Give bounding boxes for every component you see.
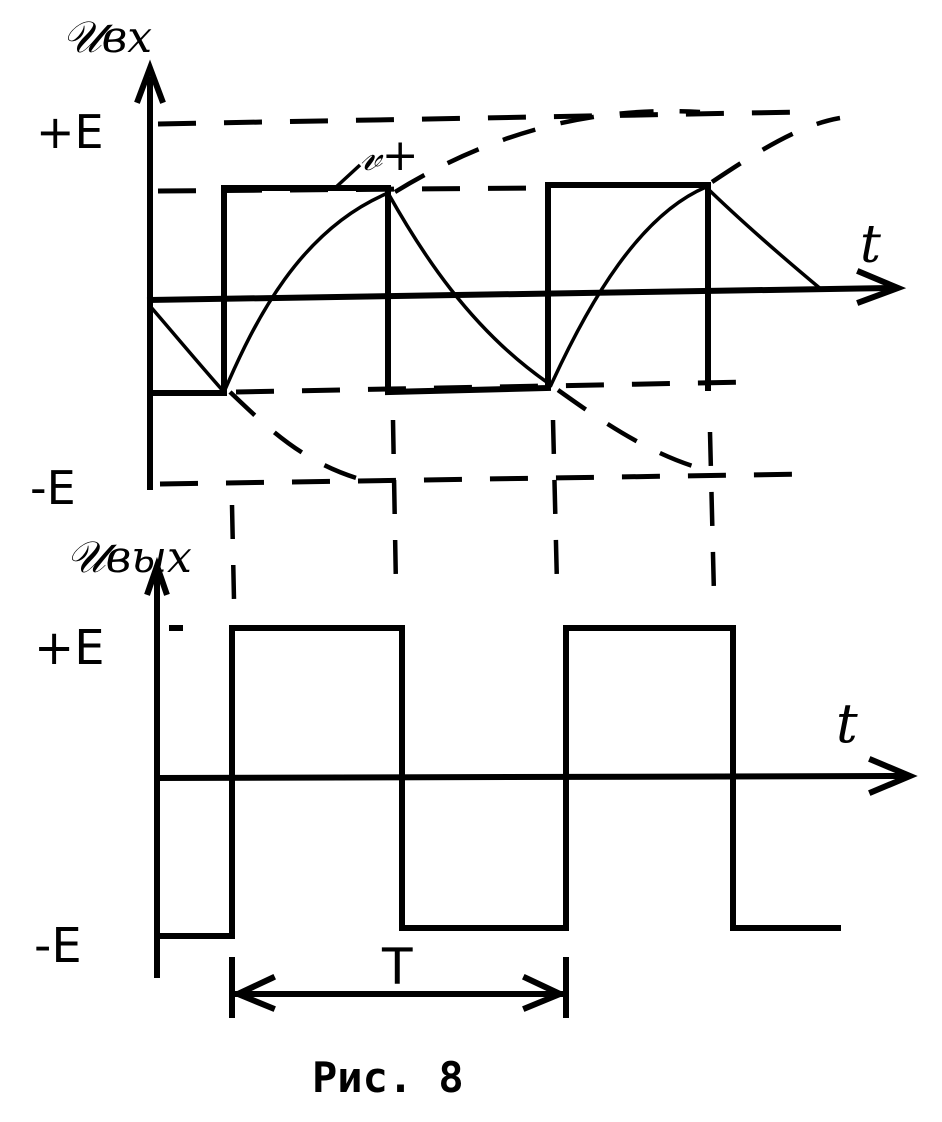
top-level-neg-e-dashed	[159, 471, 811, 487]
period-arrow-right-head	[522, 974, 568, 1012]
projection-4	[707, 431, 717, 596]
top-capacitor-curve	[148, 184, 824, 396]
top-plot: 𝒰вх t +E -E 𝓋+	[30, 12, 907, 515]
top-x-axis-arrow	[856, 268, 907, 306]
projection-2	[390, 419, 399, 589]
top-y-axis-arrow	[134, 59, 166, 104]
v-plus-leader	[333, 163, 362, 190]
top-asymptote-lower-2	[556, 388, 707, 473]
top-x-axis	[146, 284, 894, 304]
period-arrow-left-head	[230, 974, 276, 1012]
top-asymptote-lower-1	[228, 390, 381, 487]
top-y-axis-label: 𝒰вх	[62, 12, 152, 63]
bottom-y-axis-label: 𝒰вых	[66, 532, 192, 583]
top-asymptote-upper-2	[710, 115, 841, 184]
period-label: T	[381, 938, 413, 996]
bottom-x-axis-label: t	[836, 692, 858, 755]
top-level-pos-e-dashed	[157, 109, 801, 127]
top-level-neg-label: -E	[30, 461, 76, 515]
top-threshold-neg-dashed	[235, 379, 751, 395]
bottom-level-neg-label: -E	[34, 918, 82, 974]
top-level-pos-label: +E	[36, 105, 104, 159]
top-x-axis-label: t	[860, 215, 881, 275]
bottom-level-pos-label: +E	[34, 620, 105, 676]
bottom-plot: 𝒰вых t +E -E T	[34, 532, 918, 1018]
top-square-v-plus	[147, 182, 711, 396]
figure-caption: Рис. 8	[312, 1053, 464, 1102]
top-asymptote-upper-1	[393, 108, 701, 194]
bottom-square-wave	[157, 625, 841, 939]
bottom-x-axis-arrow	[868, 756, 918, 796]
projection-3	[550, 419, 560, 586]
bottom-x-axis	[153, 772, 909, 782]
projection-1	[229, 504, 237, 601]
v-plus-label: 𝓋+	[360, 130, 419, 181]
bottom-y-axis-arrow	[144, 556, 170, 596]
projection-lines	[229, 419, 717, 601]
